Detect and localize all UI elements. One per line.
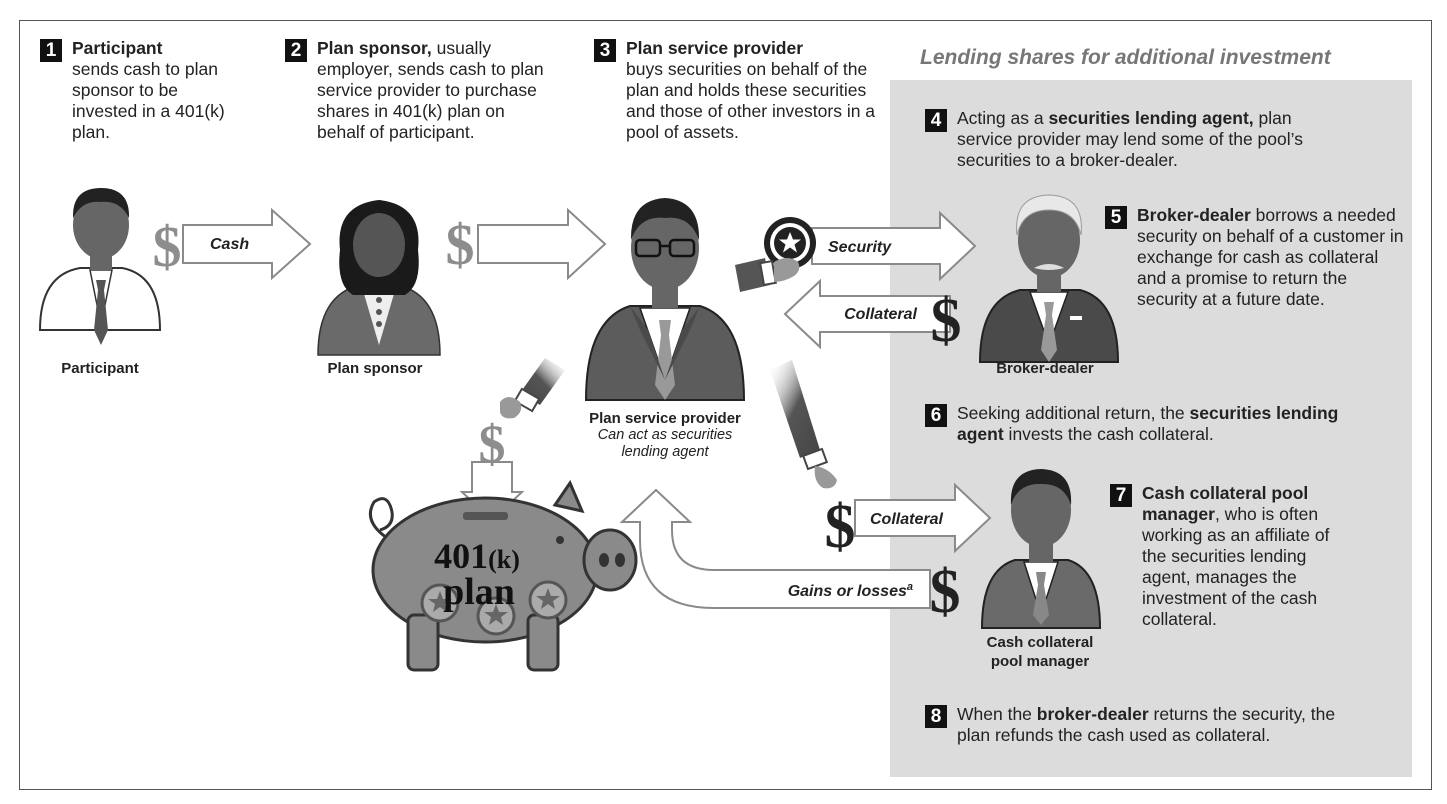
collateral-label: Collateral bbox=[844, 306, 917, 323]
dollar-icon: $ bbox=[479, 414, 506, 474]
step-7: 7 Cash collateral pool manager, who is o… bbox=[1110, 483, 1330, 630]
step-bold: Participant bbox=[72, 38, 163, 58]
broker-dealer-label: Broker-dealer bbox=[996, 360, 1094, 377]
security-arrow bbox=[811, 210, 977, 282]
hand-icon bbox=[735, 258, 800, 292]
collateral-label: Collateral bbox=[870, 511, 943, 528]
provider-name: Plan service provider bbox=[589, 410, 741, 427]
cash-arrow bbox=[182, 207, 312, 281]
step-pre: Acting as a bbox=[957, 108, 1049, 128]
step-5: 5 Broker-dealer borrows a needed securit… bbox=[1105, 205, 1405, 310]
step-2: 2 Plan sponsor, usually employer, sends … bbox=[285, 38, 555, 143]
plan-service-provider-label: Plan service provider Can act as securit… bbox=[560, 410, 770, 461]
dollar-icon: $ bbox=[825, 493, 856, 561]
step-6: 6 Seeking additional return, the securit… bbox=[925, 403, 1345, 445]
collateral-return-arrow bbox=[783, 278, 951, 350]
pool-manager-figure bbox=[980, 469, 1102, 629]
cash-label: Cash bbox=[210, 236, 249, 253]
step-number: 7 bbox=[1110, 484, 1132, 507]
gains-arrow bbox=[619, 488, 931, 609]
provider-subtitle: Can act as securities lending agent bbox=[597, 427, 733, 460]
piggy-label-line1: 401(k) bbox=[434, 536, 520, 576]
participant-figure bbox=[38, 188, 162, 345]
step-pre: When the bbox=[957, 704, 1037, 724]
step-number: 8 bbox=[925, 705, 947, 728]
piggy-bank-icon bbox=[369, 479, 638, 672]
pool-manager-line2: pool manager bbox=[990, 653, 1090, 670]
step-number: 6 bbox=[925, 404, 947, 427]
step-text: buys securities on behalf of the plan an… bbox=[626, 59, 876, 142]
step-number: 2 bbox=[285, 39, 307, 62]
dollar-icon: $ bbox=[930, 558, 961, 626]
plan-service-provider-figure bbox=[584, 198, 746, 401]
step-text: returns the security, the plan refunds t… bbox=[957, 704, 1336, 745]
hand-icon bbox=[770, 360, 837, 489]
pool-manager-label: Cash collateral pool manager bbox=[970, 633, 1110, 671]
lending-panel bbox=[890, 80, 1412, 777]
step-text: borrows a needed security on behalf of a… bbox=[1137, 205, 1404, 309]
step-text: invests the cash collateral. bbox=[1003, 424, 1214, 444]
step-pre: Seeking additional return, the bbox=[957, 403, 1190, 423]
step-number: 3 bbox=[594, 39, 616, 62]
step-text: usually employer, sends cash to plan ser… bbox=[317, 38, 544, 142]
plan-sponsor-label: Plan sponsor bbox=[327, 360, 423, 377]
step-bold: Plan sponsor, bbox=[317, 38, 432, 58]
step-bold: securities lending agent bbox=[957, 403, 1339, 444]
broker-dealer-figure bbox=[978, 194, 1120, 363]
step-text: sends cash to plan sponsor to be investe… bbox=[72, 59, 225, 142]
dollar-icon: $ bbox=[931, 287, 962, 355]
figure-frame bbox=[19, 20, 1432, 790]
step-bold: Cash collateral pool manager bbox=[1142, 483, 1309, 524]
step-bold: securities lending agent, bbox=[1048, 108, 1254, 128]
step-number: 4 bbox=[925, 109, 947, 132]
dollar-icon: $ bbox=[153, 214, 182, 279]
lending-section-title: Lending shares for additional investment bbox=[920, 46, 1331, 69]
funding-arrow bbox=[477, 207, 607, 281]
plan-sponsor-figure bbox=[317, 200, 441, 356]
step-bold: Broker-dealer bbox=[1137, 205, 1251, 225]
dollar-icon: $ bbox=[446, 212, 475, 277]
step-text: plan service provider may lend some of t… bbox=[957, 108, 1303, 170]
step-number: 1 bbox=[40, 39, 62, 62]
pool-manager-line1: Cash collateral bbox=[986, 634, 1094, 651]
security-label: Security bbox=[828, 239, 892, 256]
hand-icon bbox=[500, 358, 565, 419]
step-4: 4 Acting as a securities lending agent, … bbox=[925, 108, 1345, 171]
collateral-invest-arrow bbox=[854, 482, 992, 554]
gains-label: Gains or lossesa bbox=[788, 581, 913, 600]
step-text: , who is often working as an affiliate o… bbox=[1142, 504, 1330, 629]
step-bold: broker-dealer bbox=[1036, 704, 1149, 724]
step-8: 8 When the broker-dealer returns the sec… bbox=[925, 704, 1345, 746]
step-number: 5 bbox=[1105, 206, 1127, 229]
security-seal-icon bbox=[764, 217, 816, 269]
step-bold: Plan service provider bbox=[626, 38, 804, 58]
participant-label: Participant bbox=[61, 360, 139, 377]
piggy-label-line2: plan bbox=[443, 571, 515, 613]
